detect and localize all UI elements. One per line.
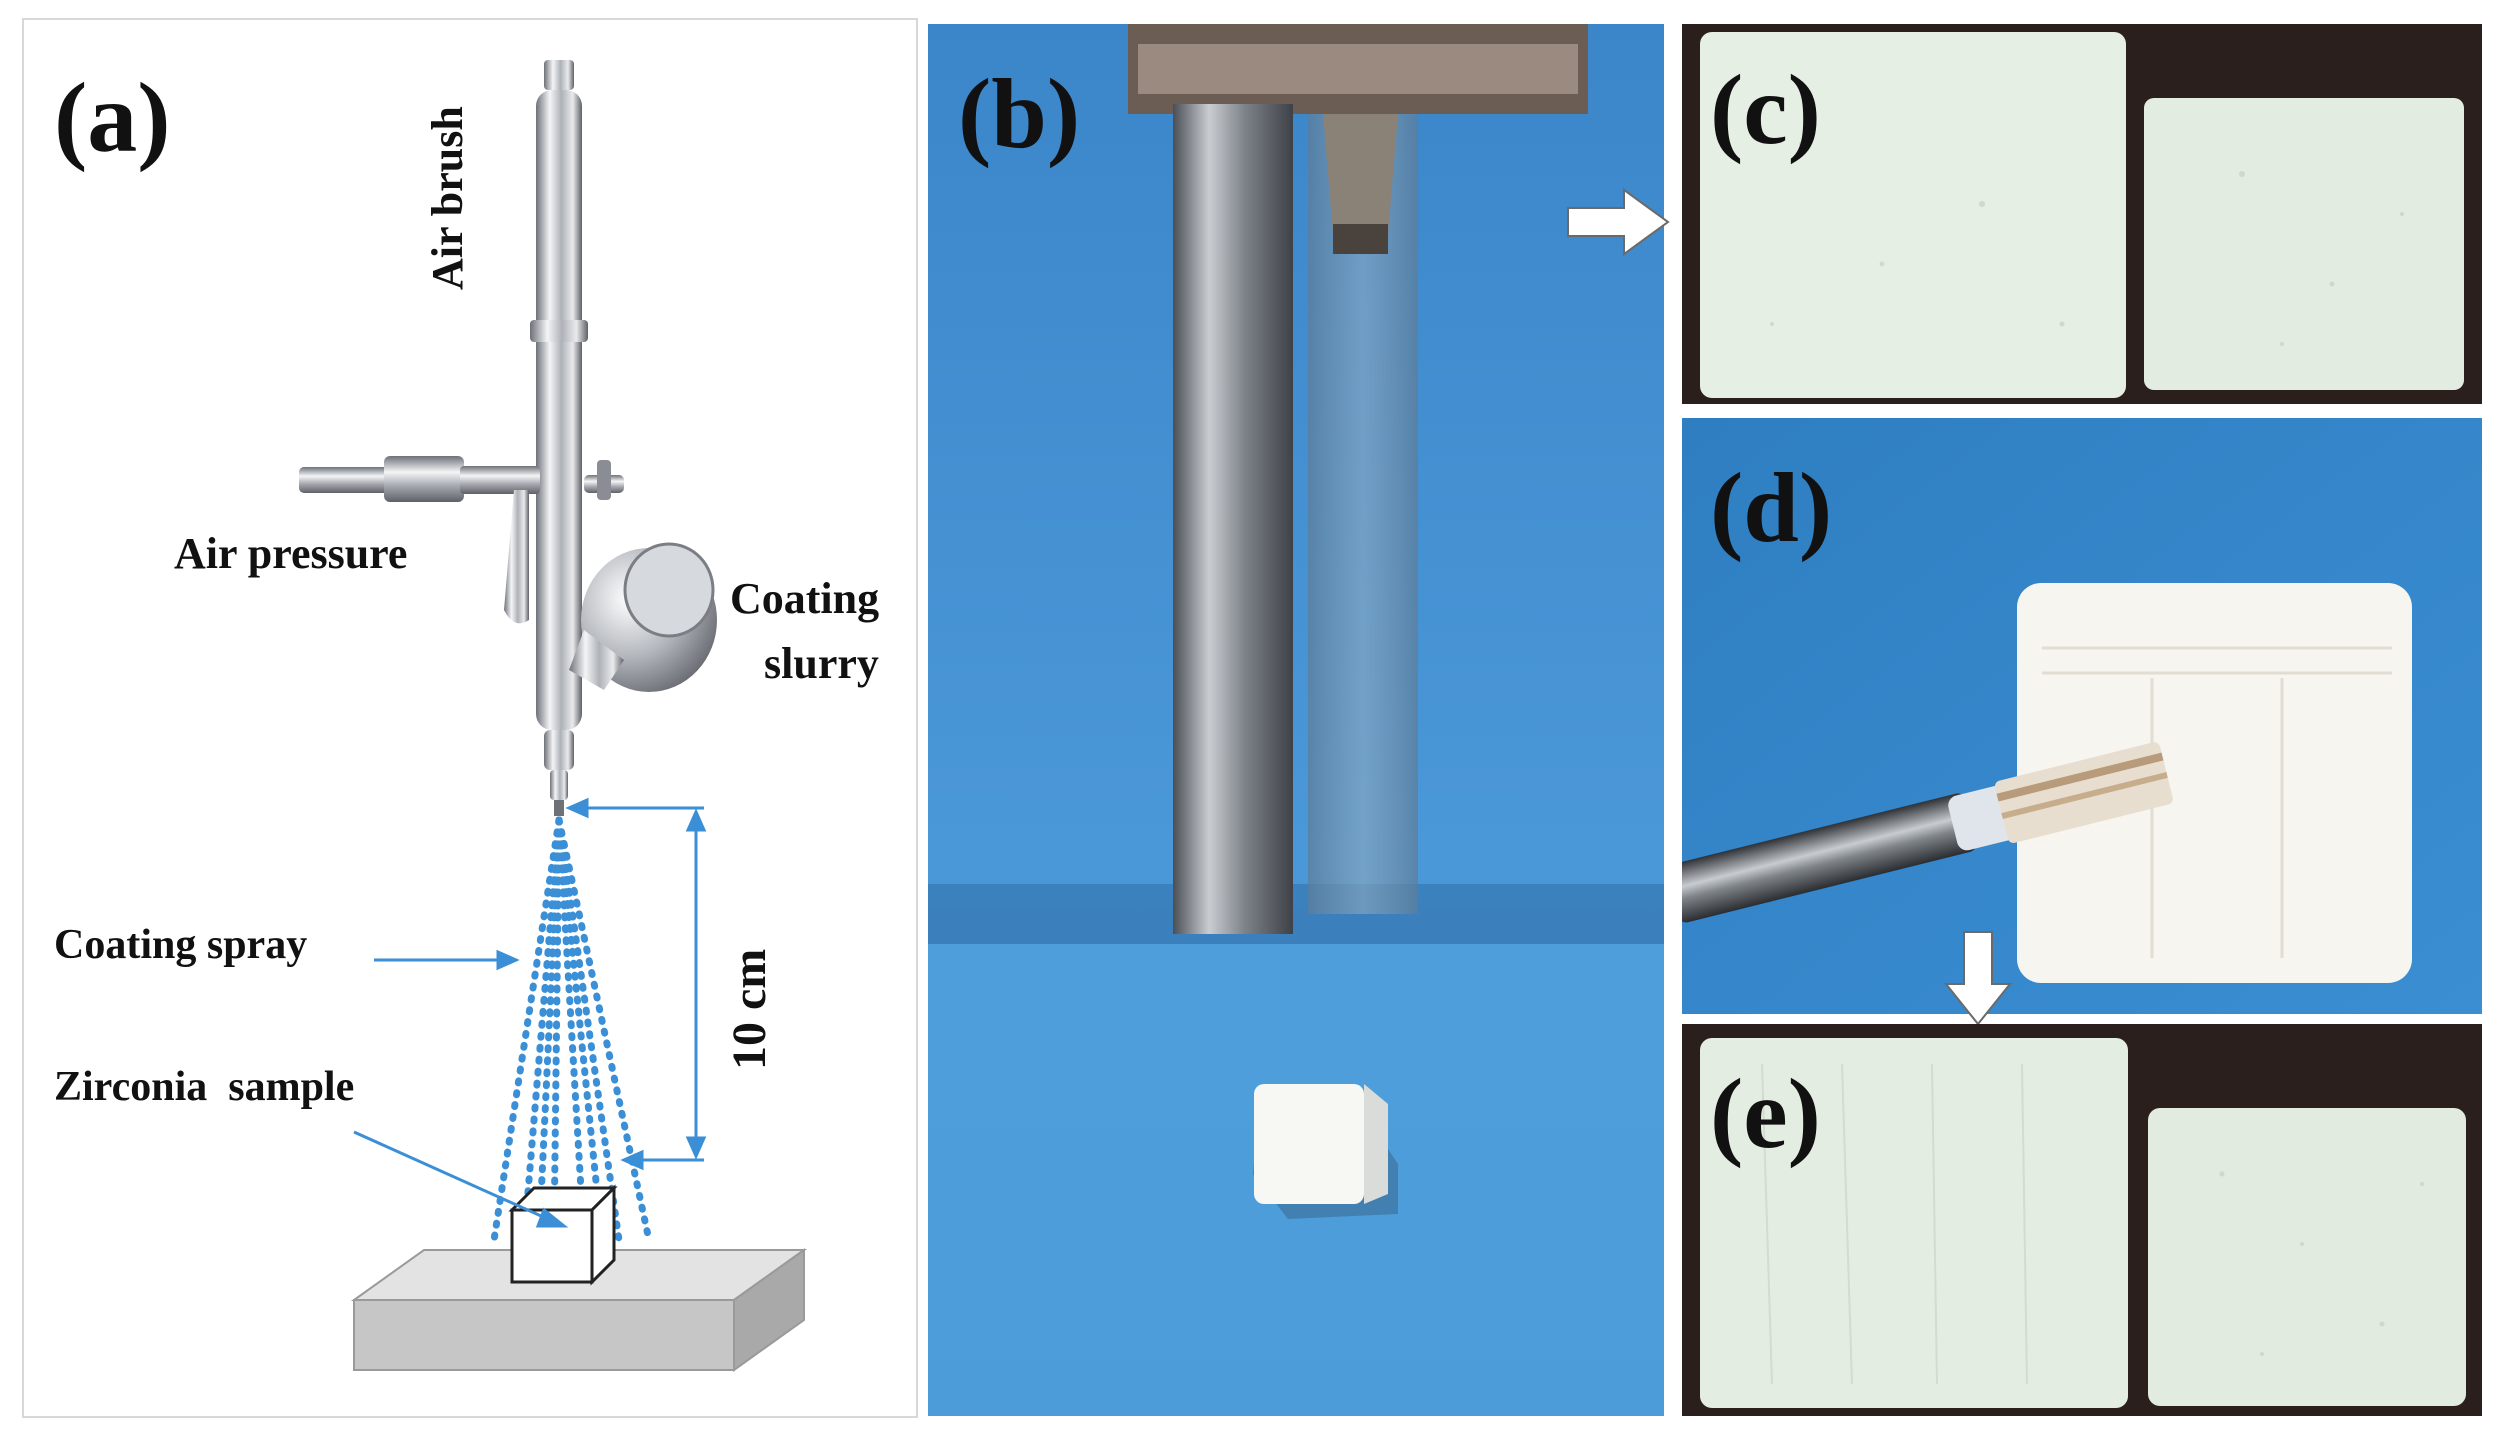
white-arrow-right-icon bbox=[1564, 186, 1672, 258]
panel-e-label: (e) bbox=[1710, 1058, 1821, 1169]
panel-e-photo: (e) bbox=[1682, 1024, 2482, 1416]
paint-brush-icon bbox=[1682, 742, 2173, 923]
white-arrow-down-icon bbox=[1942, 928, 2014, 1028]
callout-arrows bbox=[353, 949, 569, 1228]
coating-slurry-label-1: Coating bbox=[730, 574, 880, 623]
coated-samples-photo-c bbox=[1682, 24, 2482, 404]
panel-b-photo: (b) bbox=[928, 24, 1664, 1416]
cube-sample-icon bbox=[1253, 1084, 1398, 1219]
airbrush-icon bbox=[299, 60, 717, 816]
zirconia-sample-label: Zirconia sample bbox=[54, 1064, 355, 1110]
brush-coating-photo bbox=[1682, 418, 2482, 1014]
coated-samples-photo-e bbox=[1682, 1024, 2482, 1416]
setup-photo bbox=[928, 24, 1664, 1416]
zirconia-cube-icon bbox=[508, 1184, 618, 1286]
airbrush-schematic bbox=[299, 60, 808, 1372]
panel-d-label: (d) bbox=[1710, 452, 1833, 563]
coating-slurry-label-2: slurry bbox=[764, 639, 879, 688]
panel-d-photo: (d) bbox=[1682, 418, 2482, 1014]
air-brush-label: Air brush bbox=[423, 106, 472, 290]
panel-b-label: (b) bbox=[958, 58, 1081, 169]
distance-label: 10 cm bbox=[723, 948, 776, 1070]
panel-c-photo: (c) bbox=[1682, 24, 2482, 404]
panel-a-label: (a) bbox=[54, 62, 171, 173]
air-pressure-label: Air pressure bbox=[174, 529, 408, 578]
panel-a-schematic: (a) bbox=[22, 18, 918, 1418]
coating-spray-label: Coating spray bbox=[54, 922, 308, 968]
panel-c-label: (c) bbox=[1710, 54, 1821, 165]
distance-dimension-icon bbox=[565, 797, 707, 1171]
coating-spray-icon bbox=[490, 816, 653, 1244]
